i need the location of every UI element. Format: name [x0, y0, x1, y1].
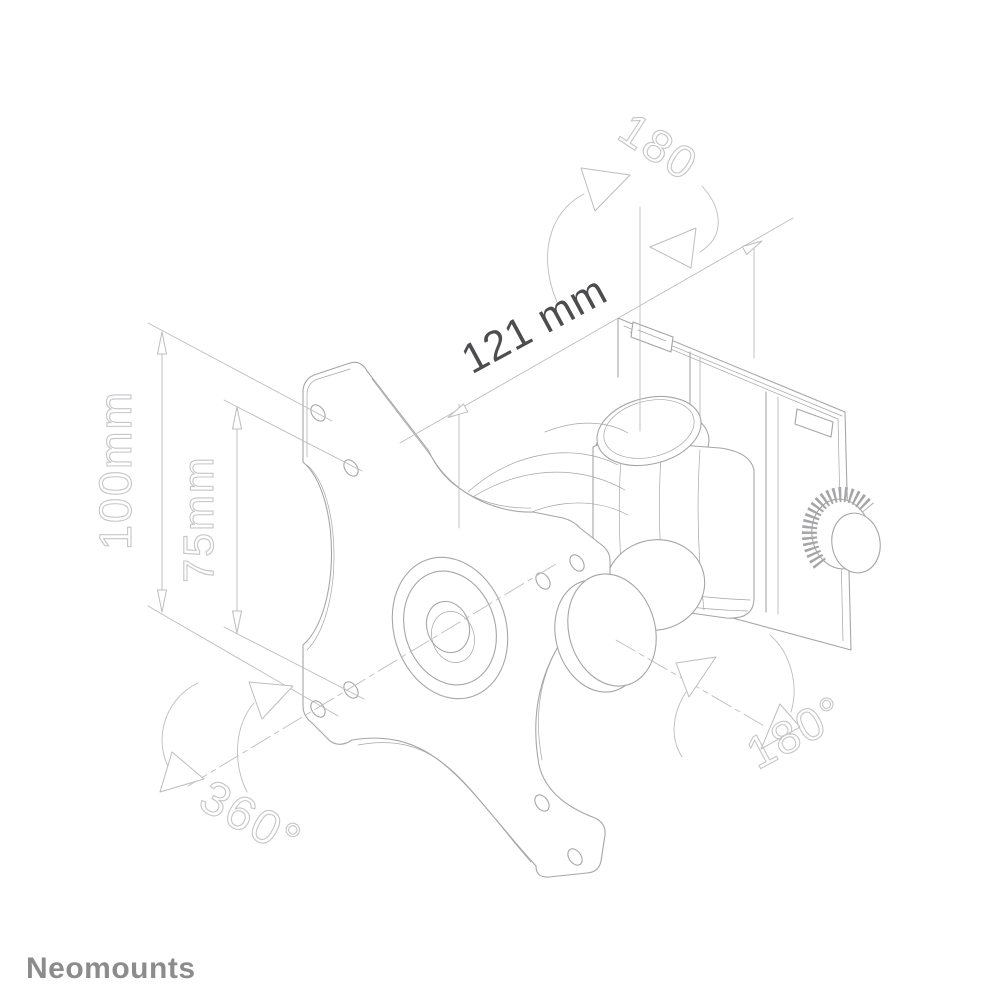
extension-line	[147, 605, 339, 717]
knurl-band	[801, 486, 874, 569]
neomounts-logo: Neomounts	[26, 952, 196, 985]
rotation-arrowhead	[248, 681, 294, 720]
dimension-line	[399, 217, 794, 444]
plate-outline	[302, 361, 611, 878]
dimension-75mm: 75mm	[174, 399, 365, 700]
rotation-arrowhead	[649, 227, 697, 269]
rotation-label-360: 360°	[191, 770, 311, 868]
dimension-label-121mm: 121 mm	[454, 266, 615, 383]
arrowhead	[157, 589, 167, 613]
rotation-arrowhead	[675, 656, 717, 698]
extension-line	[223, 626, 365, 700]
extension-line	[147, 322, 333, 422]
rotation-arrowhead	[760, 703, 801, 750]
knurled-knob	[801, 486, 881, 574]
arrowhead	[741, 240, 763, 255]
arrowhead	[447, 403, 469, 418]
dimension-label-75mm: 75mm	[175, 455, 223, 582]
vesa-holes	[310, 404, 585, 866]
vesa-plate	[302, 361, 611, 878]
arrowhead	[232, 406, 242, 430]
rotation-axis	[187, 563, 557, 787]
arrowhead	[232, 610, 242, 634]
dimension-100mm: 100mm	[89, 322, 339, 717]
knob-face	[831, 512, 881, 574]
tilt-knob-disc	[554, 573, 657, 693]
extension-line	[223, 399, 363, 472]
rotation-label-180-bottom: 180°	[738, 685, 853, 779]
arrowhead	[157, 331, 167, 355]
swivel-joint	[451, 395, 755, 631]
rotation-arrowhead	[159, 751, 205, 793]
center-boss	[391, 556, 509, 700]
dimension-label-100mm: 100mm	[90, 390, 141, 550]
bracket-hook-mid	[794, 408, 834, 438]
bracket-hook-top	[630, 321, 674, 353]
rotation-arrowhead	[580, 167, 631, 212]
